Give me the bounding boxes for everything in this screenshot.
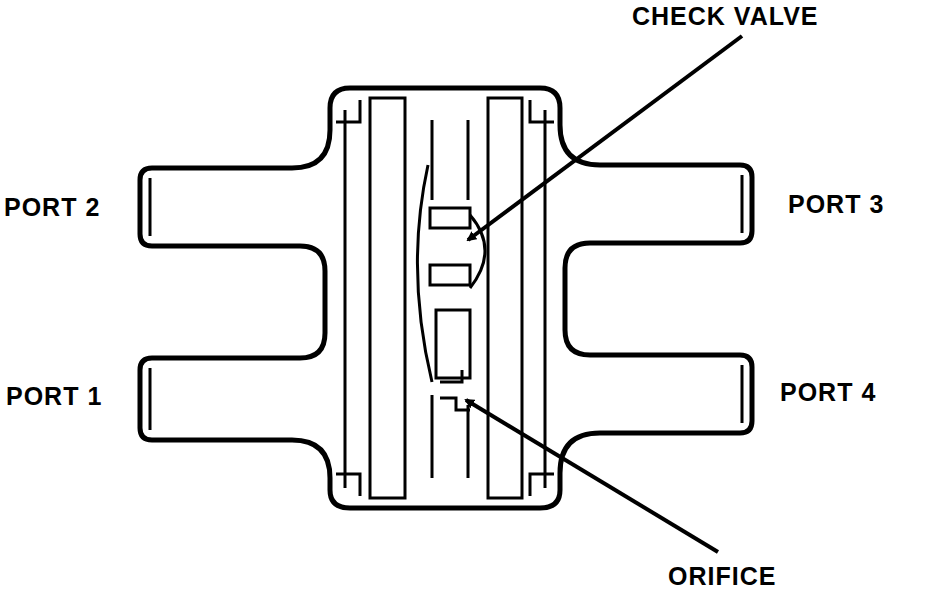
- check-valve-part: [430, 265, 470, 285]
- diaphragm-flap: [417, 165, 432, 382]
- top-clamp: [336, 100, 554, 496]
- part-label: ORIFICE: [668, 564, 776, 589]
- part-label: PORT 2: [4, 195, 100, 220]
- left-housing: [345, 98, 405, 498]
- part-label: CHECK VALVE: [632, 4, 818, 29]
- leader-line: [468, 36, 742, 240]
- part-label: PORT 4: [780, 380, 876, 405]
- leader-line: [466, 400, 718, 552]
- center-stem: [432, 120, 468, 478]
- orifice-part: [440, 370, 470, 410]
- check-valve-part: [436, 310, 470, 378]
- inner-wall: [150, 175, 742, 430]
- part-label: PORT 1: [6, 384, 102, 409]
- right-housing: [488, 98, 545, 498]
- valve-body: [140, 88, 752, 508]
- diaphragm-flap: [470, 215, 485, 288]
- part-label: PORT 3: [788, 192, 884, 217]
- check-valve-part: [430, 208, 470, 228]
